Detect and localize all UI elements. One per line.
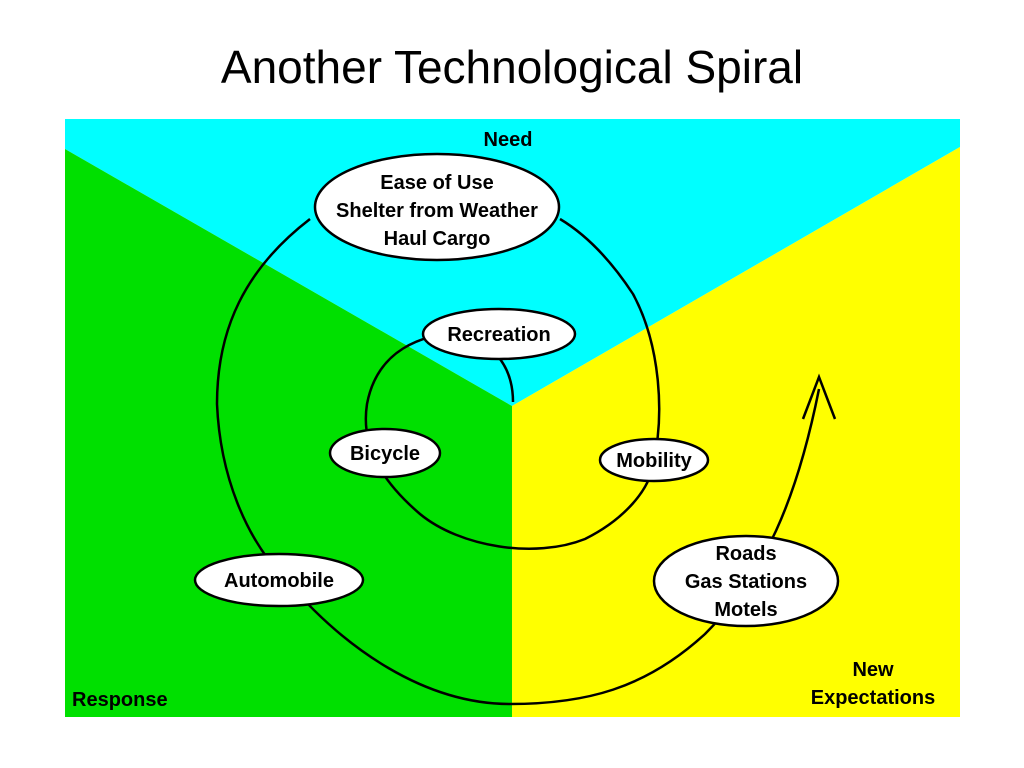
response-region <box>65 149 512 717</box>
mobility-label: Mobility <box>616 450 692 472</box>
automobile-node: Automobile <box>193 552 365 608</box>
infrastructure-line3: Motels <box>714 599 777 621</box>
need-label: Need <box>484 129 533 151</box>
slide-title: Another Technological Spiral <box>220 41 804 93</box>
mobility-node: Mobility <box>598 437 710 483</box>
infrastructure-node: Roads Gas Stations Motels <box>652 534 840 628</box>
infrastructure-line1: Roads <box>715 543 776 565</box>
need-node-line2: Shelter from Weather <box>336 200 538 222</box>
need-region <box>65 119 960 406</box>
need-ellipse-node: Ease of Use Shelter from Weather Haul Ca… <box>313 152 561 262</box>
new-expectations-label-line2: Expectations <box>811 687 935 709</box>
arrowhead <box>801 373 837 420</box>
automobile-label: Automobile <box>224 570 334 592</box>
bicycle-label: Bicycle <box>350 443 420 465</box>
infrastructure-line2: Gas Stations <box>685 571 807 593</box>
need-node-line1: Ease of Use <box>380 172 493 194</box>
spiral-diagram: Need Response New Expectations Ease of U… <box>65 119 960 717</box>
recreation-node: Recreation <box>421 307 577 361</box>
new-expectations-label-line1: New <box>852 659 894 681</box>
bicycle-node: Bicycle <box>328 427 442 479</box>
response-label: Response <box>72 689 168 711</box>
expectations-region <box>512 147 960 717</box>
need-node-line3: Haul Cargo <box>384 228 491 250</box>
recreation-label: Recreation <box>447 324 550 346</box>
